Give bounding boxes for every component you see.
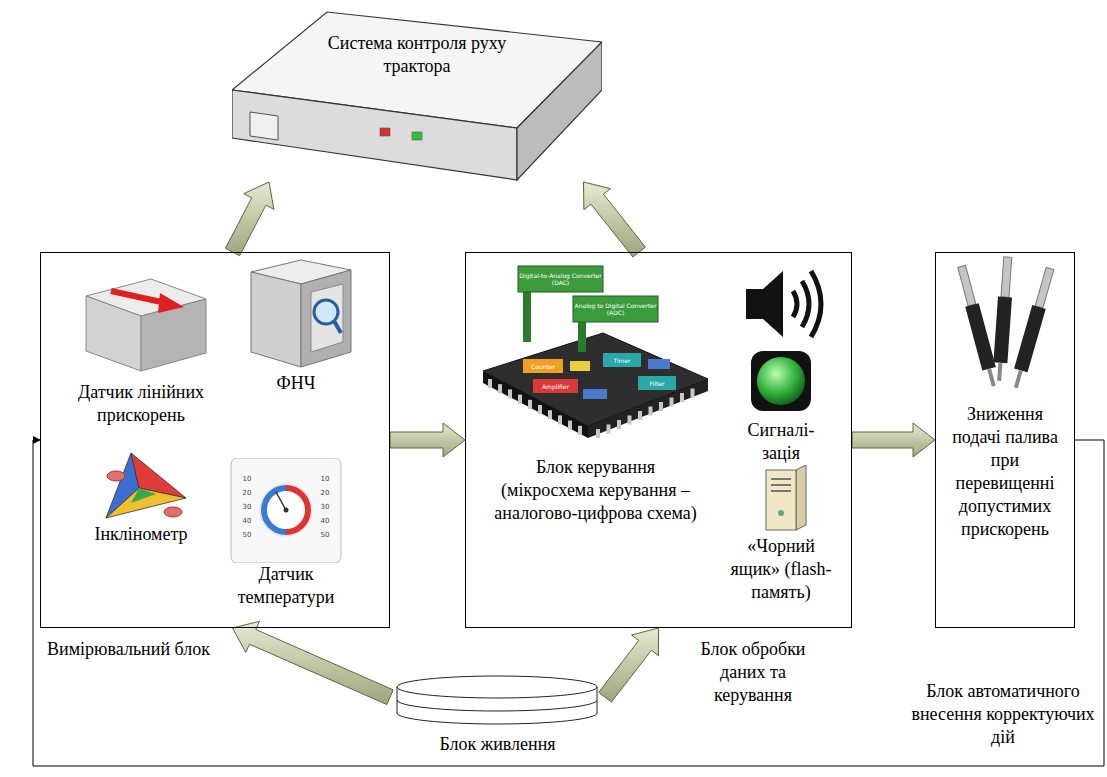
chip-block-label: Counter xyxy=(523,359,563,373)
chip-block-label: Filter xyxy=(650,380,665,387)
dial-number: 10 xyxy=(243,475,252,483)
chip-block-label: Analog to Digital Converter (ADC) xyxy=(573,296,658,322)
lpf-illustration xyxy=(231,257,361,372)
chip-block-label: Amplifier xyxy=(542,383,569,390)
dial-number: 20 xyxy=(321,489,330,497)
chip-block-label: Analog to Digital Converter (ADC) xyxy=(573,302,658,316)
node-label: Сигналі- зація xyxy=(741,419,821,465)
block-heading: Вимірювальний блок xyxy=(41,638,216,661)
chip-block-label: Amplifier xyxy=(533,379,578,393)
dial-number: 10 xyxy=(321,475,330,483)
dial-number: 40 xyxy=(321,517,330,525)
dial-number: 20 xyxy=(243,489,252,497)
feedback-line xyxy=(33,440,1104,766)
sensor-item: Інклінометр xyxy=(61,448,221,546)
block-arrow xyxy=(599,628,659,702)
chip-block-label: Counter xyxy=(531,363,555,370)
dial-number: 20 xyxy=(240,488,254,497)
node-label: Система контроля руху трактора xyxy=(327,32,507,78)
node-label: Інклінометр xyxy=(66,523,216,546)
sig-illustration xyxy=(721,259,841,419)
chip-illustration xyxy=(478,261,713,456)
node-label: Зниження подачі палива при перевищенні д… xyxy=(943,403,1068,541)
block-arrow xyxy=(852,423,935,457)
node-label: Датчик лінійних прискорень xyxy=(76,381,206,427)
dial-number: 30 xyxy=(240,502,254,511)
signal-item: Сигналі- зація xyxy=(721,259,841,465)
dial-number: 30 xyxy=(321,503,330,511)
dial-number: 50 xyxy=(318,530,332,539)
block-arrow xyxy=(225,182,273,256)
block-arrow xyxy=(233,621,394,704)
dial-number: 50 xyxy=(240,530,254,539)
disk-illustration xyxy=(390,672,605,727)
dial-number: 20 xyxy=(318,488,332,497)
pc-illustration xyxy=(721,465,841,535)
chip-block-label: Digital-to-Analog Converter (DAC) xyxy=(518,266,603,292)
dial-number: 30 xyxy=(318,502,332,511)
dial-number: 50 xyxy=(321,531,330,539)
node-label: ФНЧ xyxy=(236,372,356,395)
accel-illustration xyxy=(56,271,226,381)
block-heading: Блок автоматичного внесення корректуючих… xyxy=(903,680,1103,749)
node-label: «Чорний ящик» (flash-память) xyxy=(721,535,841,604)
dial-number: 40 xyxy=(318,516,332,525)
dial-number: 10 xyxy=(240,474,254,483)
sensor-item: Датчик лінійних прискорень xyxy=(56,271,226,427)
filter-item: ФНЧ xyxy=(231,257,361,395)
incl-illustration xyxy=(61,448,221,523)
chip-block-label: Timer xyxy=(603,353,641,367)
recorder-item: «Чорний ящик» (flash-память) xyxy=(721,465,841,604)
node-label: Датчик температури xyxy=(226,563,346,609)
therm-illustration xyxy=(226,458,346,563)
node-label: Блок живлення xyxy=(398,733,598,756)
dial-number: 40 xyxy=(243,517,252,525)
control-chip: Блок керування (мікросхема керування – а… xyxy=(478,261,713,525)
block-heading: Блок обробки даних та керування xyxy=(688,638,818,707)
node-label: Блок керування (мікросхема керування – а… xyxy=(488,456,703,525)
chip-block-label: Filter xyxy=(638,376,676,390)
dial-number: 50 xyxy=(243,531,252,539)
block-arrow xyxy=(390,423,465,457)
controller-device: Система контроля руху трактора xyxy=(232,10,602,182)
chip-block-label: Timer xyxy=(613,357,630,364)
processing-block: Блок керування (мікросхема керування – а… xyxy=(465,252,852,628)
dial-number: 30 xyxy=(243,503,252,511)
power-supply: Блок живлення xyxy=(390,672,605,756)
inj-illustration xyxy=(937,253,1073,403)
chip-block-label: Digital-to-Analog Converter (DAC) xyxy=(518,272,603,286)
dial-number: 40 xyxy=(240,516,254,525)
measurement-block: Датчик лінійних прискорень ФНЧ Інклінометр… xyxy=(40,252,390,628)
dial-number: 10 xyxy=(318,474,332,483)
block-arrow xyxy=(584,182,646,257)
actuator-block: Зниження подачі палива при перевищенні д… xyxy=(935,252,1075,628)
